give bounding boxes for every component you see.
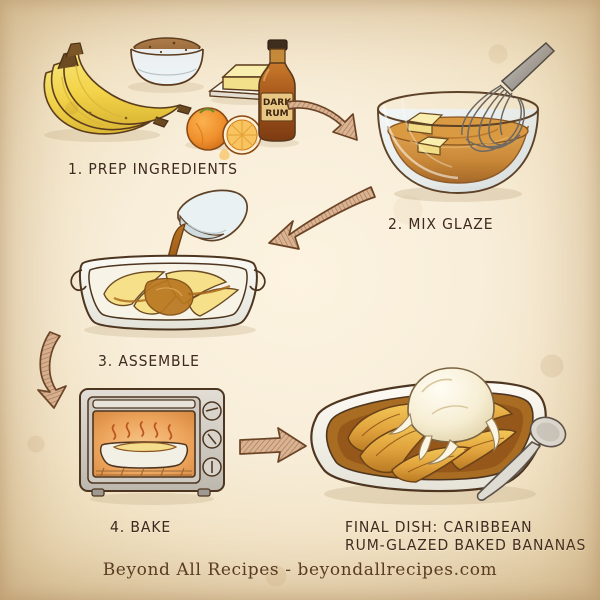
final-dish-illustration [300,352,585,512]
arrow-prep-to-mix [283,92,369,148]
bananas-illustration [43,42,192,142]
whisk-illustration [461,41,556,152]
caption-step-4: 4. BAKE [110,518,172,536]
caption-step-3: 3. ASSEMBLE [98,352,200,370]
rum-label-line1: DARK [263,98,292,108]
step-bake-illustration [74,383,229,505]
step-prep-ingredients-illustration: DARK RUM [30,25,315,160]
arrow-mix-to-assemble [263,183,378,257]
step-assemble-illustration [60,189,275,340]
baking-dish-illustration [70,254,266,331]
arrow-bake-to-final [236,424,314,468]
spoon-illustration [476,416,567,501]
pouring-bowl-illustration [177,189,248,242]
rum-bottle-illustration: DARK RUM [255,39,299,148]
dish-in-oven-illustration [99,441,189,469]
caption-final-dish: FINAL DISH: CARIBBEAN RUM-GLAZED BAKED B… [345,518,587,554]
oven-knobs [202,401,222,477]
arrow-assemble-to-bake [22,328,88,414]
footer-credit: Beyond All Recipes - beyondallrecipes.co… [102,560,498,580]
ice-cream-scoop-illustration [388,367,500,465]
step-mix-glaze-illustration [362,41,562,210]
oven-handle-icon [92,399,196,409]
brown-sugar-bowl-illustration [128,37,204,93]
caption-step-1: 1. PREP INGREDIENTS [68,160,238,178]
orange-illustration [185,107,262,160]
heat-waves-icon [111,421,173,440]
caption-step-2: 2. MIX GLAZE [388,215,494,233]
rum-label-line2: RUM [265,109,288,119]
butter-cubes-illustration [406,112,450,156]
